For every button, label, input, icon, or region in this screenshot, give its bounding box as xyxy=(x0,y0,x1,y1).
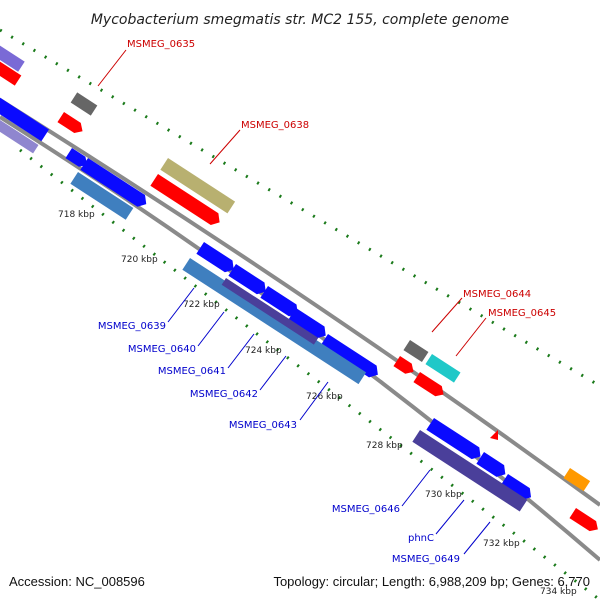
gene-label-msmeg-0639[interactable]: MSMEG_0639 xyxy=(98,321,166,332)
gene-red[interactable] xyxy=(413,372,446,399)
leader-line xyxy=(259,355,287,391)
gene-label-msmeg-0635[interactable]: MSMEG_0635 xyxy=(127,39,195,50)
gene-grey[interactable] xyxy=(403,340,429,363)
leader-line xyxy=(97,49,127,87)
gene-features xyxy=(0,44,600,534)
leader-line xyxy=(167,287,195,323)
gene-cyan[interactable] xyxy=(425,354,461,383)
leader-line xyxy=(455,317,487,357)
gene-orange[interactable] xyxy=(563,468,591,492)
reverse-gene-labels: MSMEG_0639 MSMEG_0640 MSMEG_0641 MSMEG_0… xyxy=(98,287,491,565)
gene-blue[interactable] xyxy=(288,308,329,342)
backbone-outer xyxy=(0,98,600,507)
tick-label: 726 kbp xyxy=(306,392,343,402)
gene-blue[interactable] xyxy=(476,452,509,480)
leader-line xyxy=(431,297,463,333)
inner-tick-track xyxy=(19,148,600,600)
gene-red[interactable] xyxy=(150,174,223,228)
gene-steelblue[interactable] xyxy=(70,172,134,220)
marker-triangle xyxy=(490,430,498,440)
gene-red[interactable] xyxy=(57,112,85,136)
leader-line xyxy=(299,381,329,421)
gene-blue[interactable] xyxy=(500,474,534,503)
gene-blue[interactable] xyxy=(260,286,301,320)
gene-label-msmeg-0645[interactable]: MSMEG_0645 xyxy=(488,308,556,319)
tick-labels: 718 kbp 720 kbp 722 kbp 724 kbp 726 kbp … xyxy=(58,210,577,597)
forward-gene-labels: MSMEG_0635 MSMEG_0638 MSMEG_0644 MSMEG_0… xyxy=(97,39,556,357)
gene-label-phnc[interactable]: phnC xyxy=(408,533,434,544)
leader-line xyxy=(197,311,225,347)
gene-label-msmeg-0649[interactable]: MSMEG_0649 xyxy=(392,554,460,565)
gene-label-msmeg-0642[interactable]: MSMEG_0642 xyxy=(190,389,258,400)
gene-blue[interactable] xyxy=(65,148,90,170)
leader-line xyxy=(401,469,431,507)
gene-grey[interactable] xyxy=(70,92,98,116)
tick-label: 734 kbp xyxy=(540,587,577,597)
gene-red[interactable] xyxy=(569,508,600,534)
gene-red[interactable] xyxy=(393,356,416,377)
gene-label-msmeg-0644[interactable]: MSMEG_0644 xyxy=(463,289,531,300)
gene-indigo[interactable] xyxy=(221,278,319,345)
tick-label: 724 kbp xyxy=(245,346,282,356)
accession-text: Accession: NC_008596 xyxy=(9,574,145,589)
tick-label: 718 kbp xyxy=(58,210,95,220)
gene-steelblue[interactable] xyxy=(182,258,367,385)
gene-blue[interactable] xyxy=(320,334,381,381)
gene-olive[interactable] xyxy=(160,158,236,214)
gene-indigo[interactable] xyxy=(412,430,528,512)
gene-blue[interactable] xyxy=(228,264,269,298)
leader-line xyxy=(227,333,255,369)
tick-label: 730 kbp xyxy=(425,490,462,500)
tick-tracks xyxy=(0,28,600,600)
gene-label-msmeg-0643[interactable]: MSMEG_0643 xyxy=(229,420,297,431)
tick-label: 728 kbp xyxy=(366,441,403,451)
gene-blue[interactable] xyxy=(80,158,150,210)
gene-red[interactable] xyxy=(0,60,22,86)
gene-label-msmeg-0640[interactable]: MSMEG_0640 xyxy=(128,344,196,355)
map-title: Mycobacterium smegmatis str. MC2 155, co… xyxy=(91,12,509,28)
tick-label: 732 kbp xyxy=(483,539,520,549)
leader-line xyxy=(463,521,491,555)
leader-line xyxy=(209,129,241,165)
tick-label: 720 kbp xyxy=(121,255,158,265)
gene-label-msmeg-0641[interactable]: MSMEG_0641 xyxy=(158,366,226,377)
tick-label: 722 kbp xyxy=(183,300,220,310)
gene-blue[interactable] xyxy=(0,96,49,142)
leader-line xyxy=(435,499,465,535)
gene-label-msmeg-0638[interactable]: MSMEG_0638 xyxy=(241,120,309,131)
gene-blue[interactable] xyxy=(426,418,484,462)
topology-text: Topology: circular; Length: 6,988,209 bp… xyxy=(273,574,590,589)
gene-label-msmeg-0646[interactable]: MSMEG_0646 xyxy=(332,504,400,515)
gene-lavender[interactable] xyxy=(0,116,39,154)
gene-blue[interactable] xyxy=(196,242,237,276)
gene-lavender[interactable] xyxy=(0,44,25,72)
